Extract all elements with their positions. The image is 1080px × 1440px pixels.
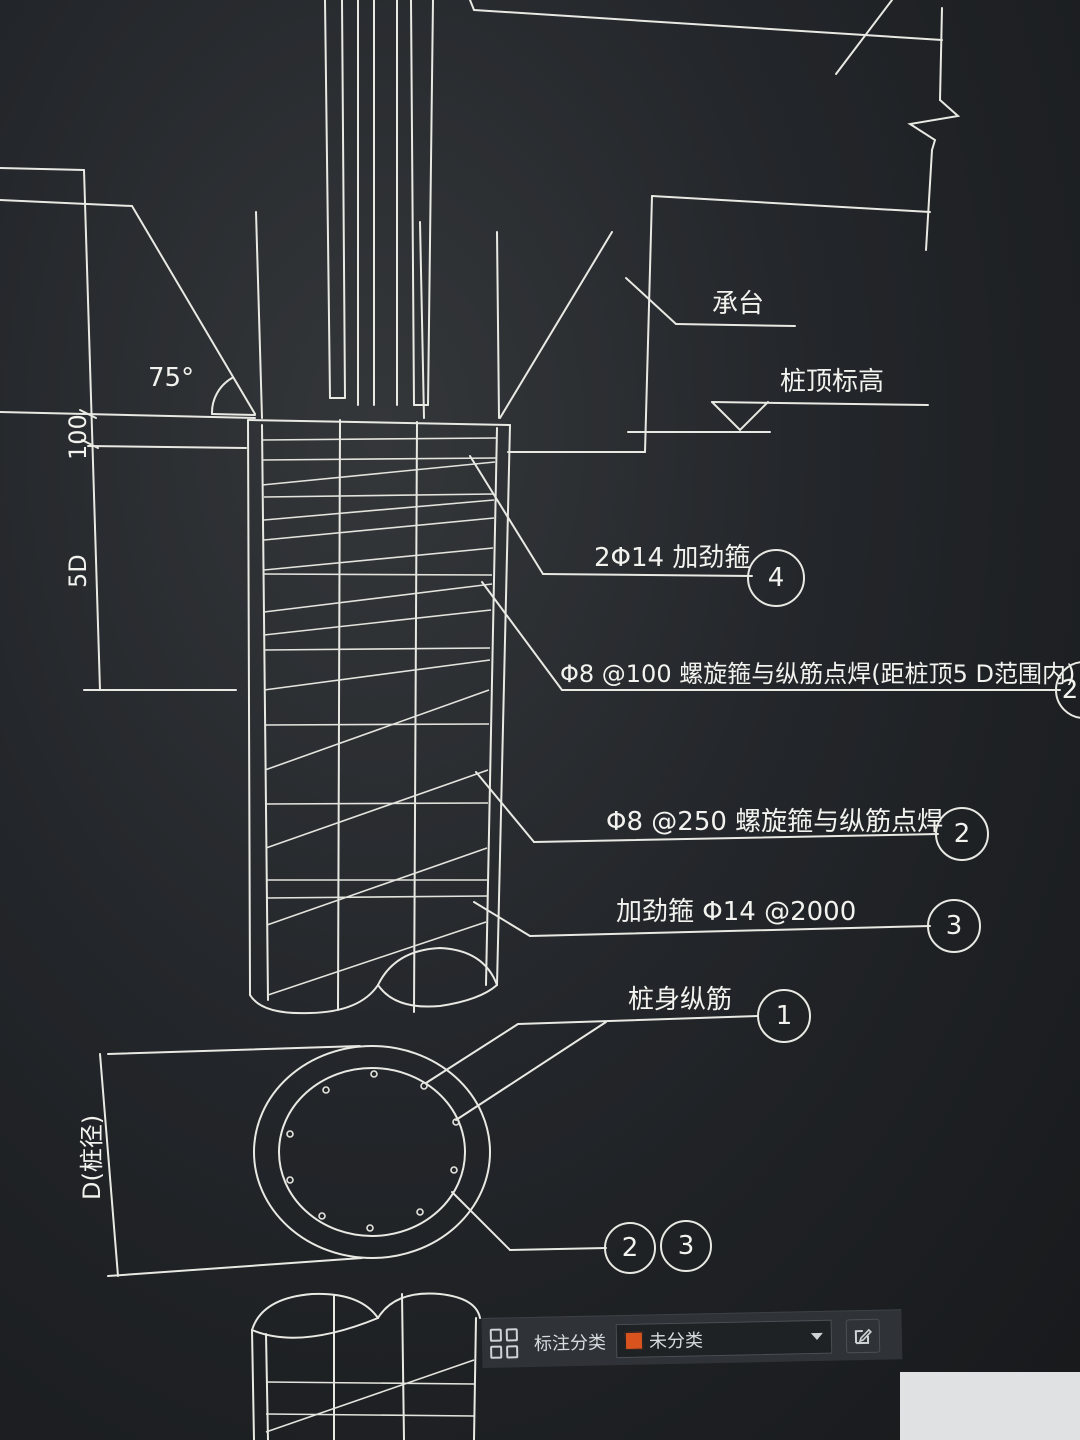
pile-body <box>247 419 511 1015</box>
dimension-left <box>79 169 247 691</box>
leader-lines <box>425 277 1061 1251</box>
svg-text:2: 2 <box>1062 675 1079 705</box>
callout-bubble-4: 4 <box>747 549 805 607</box>
stiffener-2d14-label: 2Φ14 加劲箍 <box>594 543 750 573</box>
edit-icon[interactable] <box>845 1318 881 1353</box>
callout-bubble-3-bottom: 3 <box>660 1220 712 1272</box>
stiffener-d14-label: 加劲箍 Φ14 @2000 <box>616 897 856 927</box>
svg-text:4: 4 <box>768 563 785 593</box>
stirrups-horizontal <box>261 437 498 881</box>
dim-5d-label: 5D <box>64 554 92 588</box>
grid-icon[interactable] <box>489 1327 521 1359</box>
pile-top-elevation-label: 桩顶标高 <box>780 367 884 397</box>
pile-cross-section <box>99 1045 491 1277</box>
lower-pile-fragment <box>251 1292 481 1440</box>
cap-outline <box>469 0 961 453</box>
spiral-dense-label: Φ8 @100 螺旋箍与纵筋点焊(距桩顶5 D范围内) <box>560 660 1075 688</box>
callout-bubble-3-mid: 3 <box>927 899 981 953</box>
cap-label: 承台 <box>712 289 764 319</box>
callout-bubble-2-bottom: 2 <box>604 1222 656 1274</box>
svg-text:1: 1 <box>776 1001 793 1031</box>
spiral-sparse-label: Φ8 @250 螺旋箍与纵筋点焊 <box>606 807 943 837</box>
cap-slope <box>0 167 613 419</box>
svg-text:3: 3 <box>946 911 963 941</box>
dim-100-label: 100 <box>64 414 92 460</box>
callout-bubble-2-mid: 2 <box>935 807 989 861</box>
category-color-swatch <box>624 1331 644 1350</box>
elevation-marker <box>711 401 929 432</box>
annotation-category-label: 标注分类 <box>533 1331 607 1355</box>
chevron-down-icon <box>810 1332 824 1341</box>
dim-d-label: D(桩径) <box>78 1115 106 1200</box>
annotation-category-bar: 标注分类 未分类 <box>481 1309 903 1368</box>
spiral-diagonals <box>261 461 496 996</box>
svg-text:3: 3 <box>678 1231 695 1261</box>
callout-bubble-1: 1 <box>757 989 811 1043</box>
annotation-category-value: 未分类 <box>648 1329 704 1352</box>
svg-text:2: 2 <box>954 819 971 849</box>
angle-label: 75° <box>148 363 194 393</box>
column-lines <box>255 0 500 419</box>
svg-text:2: 2 <box>622 1233 639 1263</box>
annotation-category-select[interactable]: 未分类 <box>615 1319 833 1358</box>
main-bars-label: 桩身纵筋 <box>628 985 732 1015</box>
callout-bubble-2-top: 2 <box>1055 661 1080 719</box>
status-strip <box>900 1372 1080 1440</box>
